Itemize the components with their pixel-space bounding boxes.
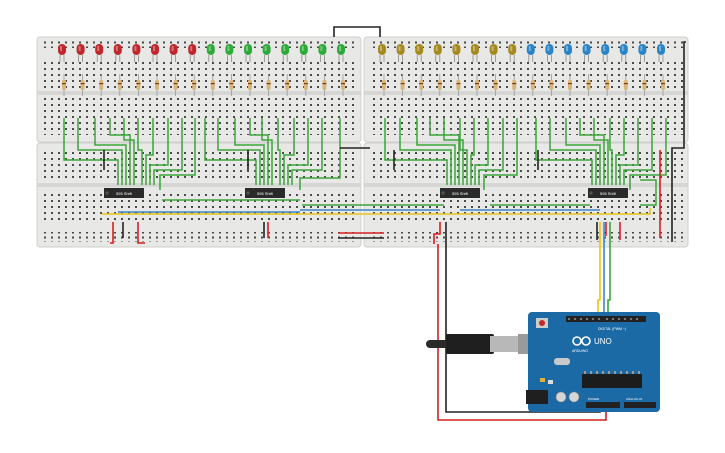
resistor — [400, 74, 405, 96]
resistor — [173, 74, 178, 96]
chip-label: 595 Shift — [116, 191, 133, 196]
led-blue — [601, 44, 610, 62]
led-yellow — [415, 44, 424, 62]
led-red — [188, 44, 197, 62]
led-red — [132, 44, 141, 62]
led-yellow — [508, 44, 517, 62]
led-yellow — [378, 44, 386, 62]
resistor — [456, 74, 461, 96]
led-green — [281, 44, 290, 62]
led-yellow — [471, 44, 479, 62]
resistor — [568, 74, 572, 96]
shift-register-chip: 595 Shift — [104, 188, 144, 198]
microcontroller-chip — [582, 374, 642, 388]
resistor — [136, 74, 141, 96]
led-red — [113, 44, 122, 62]
led-green — [337, 44, 345, 62]
led-red — [58, 44, 66, 62]
led-blue — [657, 44, 665, 62]
led-green — [206, 44, 215, 62]
resistor — [248, 74, 252, 96]
data-wires — [102, 208, 651, 318]
resistor — [382, 74, 386, 96]
black-wires — [103, 26, 686, 413]
resistor-array — [62, 74, 665, 96]
resistor — [437, 74, 442, 96]
led-yellow — [489, 44, 498, 62]
led-red — [95, 44, 104, 62]
shift-register-chip: 595 Shift — [588, 188, 628, 198]
resistor — [586, 74, 591, 96]
green-wires — [63, 118, 667, 206]
resistor — [80, 74, 85, 96]
resistor — [512, 74, 517, 96]
led-red — [151, 44, 159, 62]
arduino-uno-board: DIGITAL (PWM ~) UNO ARDUINO POWER A — [526, 312, 660, 412]
resistor — [62, 74, 66, 96]
led-blue — [545, 44, 554, 62]
resistor — [549, 74, 554, 96]
resistor — [419, 74, 424, 96]
resistor — [192, 74, 197, 96]
chip-label: 595 Shift — [600, 191, 617, 196]
power-jack — [526, 390, 548, 404]
led-blue — [638, 44, 647, 62]
digital-header-label: DIGITAL (PWM ~) — [598, 327, 626, 331]
reset-button — [539, 320, 545, 326]
breadboard-bottom-left — [36, 142, 362, 248]
breadboard-top-left — [36, 36, 362, 143]
resistor — [266, 74, 271, 96]
led-red — [76, 44, 85, 62]
board-model: UNO — [594, 337, 612, 346]
led-red — [169, 44, 178, 62]
resistor — [530, 74, 535, 96]
led-green — [318, 44, 327, 62]
resistor — [642, 74, 647, 96]
chip-label: 595 Shift — [257, 191, 274, 196]
resistor — [99, 74, 104, 96]
led-green — [299, 44, 308, 62]
resistor — [623, 74, 628, 96]
led-green — [244, 44, 252, 62]
shift-register-chip: 595 Shift — [245, 188, 285, 198]
shift-register-array: 595 Shift 595 Shift 595 Shift 595 Shift — [104, 188, 628, 198]
led-blue — [619, 44, 628, 62]
arduino-logo-icon — [572, 336, 591, 346]
led-blue — [564, 44, 572, 62]
resistor — [475, 74, 479, 96]
led-yellow — [452, 44, 461, 62]
led-array — [58, 44, 665, 62]
chip-label: 595 Shift — [452, 191, 469, 196]
shift-register-chip: 595 Shift — [440, 188, 480, 198]
led-green — [262, 44, 271, 62]
led-yellow — [396, 44, 405, 62]
resistor — [493, 74, 498, 96]
resistor — [229, 74, 234, 96]
resistor — [341, 74, 345, 96]
resistor — [605, 74, 610, 96]
analog-header-label: ANALOG IN — [626, 397, 642, 401]
power-header-label: POWER — [588, 397, 600, 401]
led-green — [225, 44, 234, 62]
breadboard-bottom-right — [363, 142, 689, 248]
led-blue — [582, 44, 591, 62]
resistor — [210, 74, 215, 96]
resistor — [155, 74, 159, 96]
resistor — [285, 74, 290, 96]
resistor — [322, 74, 327, 96]
usb-cable — [426, 334, 532, 354]
board-brand: ARDUINO — [572, 349, 588, 353]
resistor — [117, 74, 122, 96]
resistor — [661, 74, 665, 96]
led-yellow — [433, 44, 442, 62]
resistor — [303, 74, 308, 96]
led-blue — [526, 44, 535, 62]
